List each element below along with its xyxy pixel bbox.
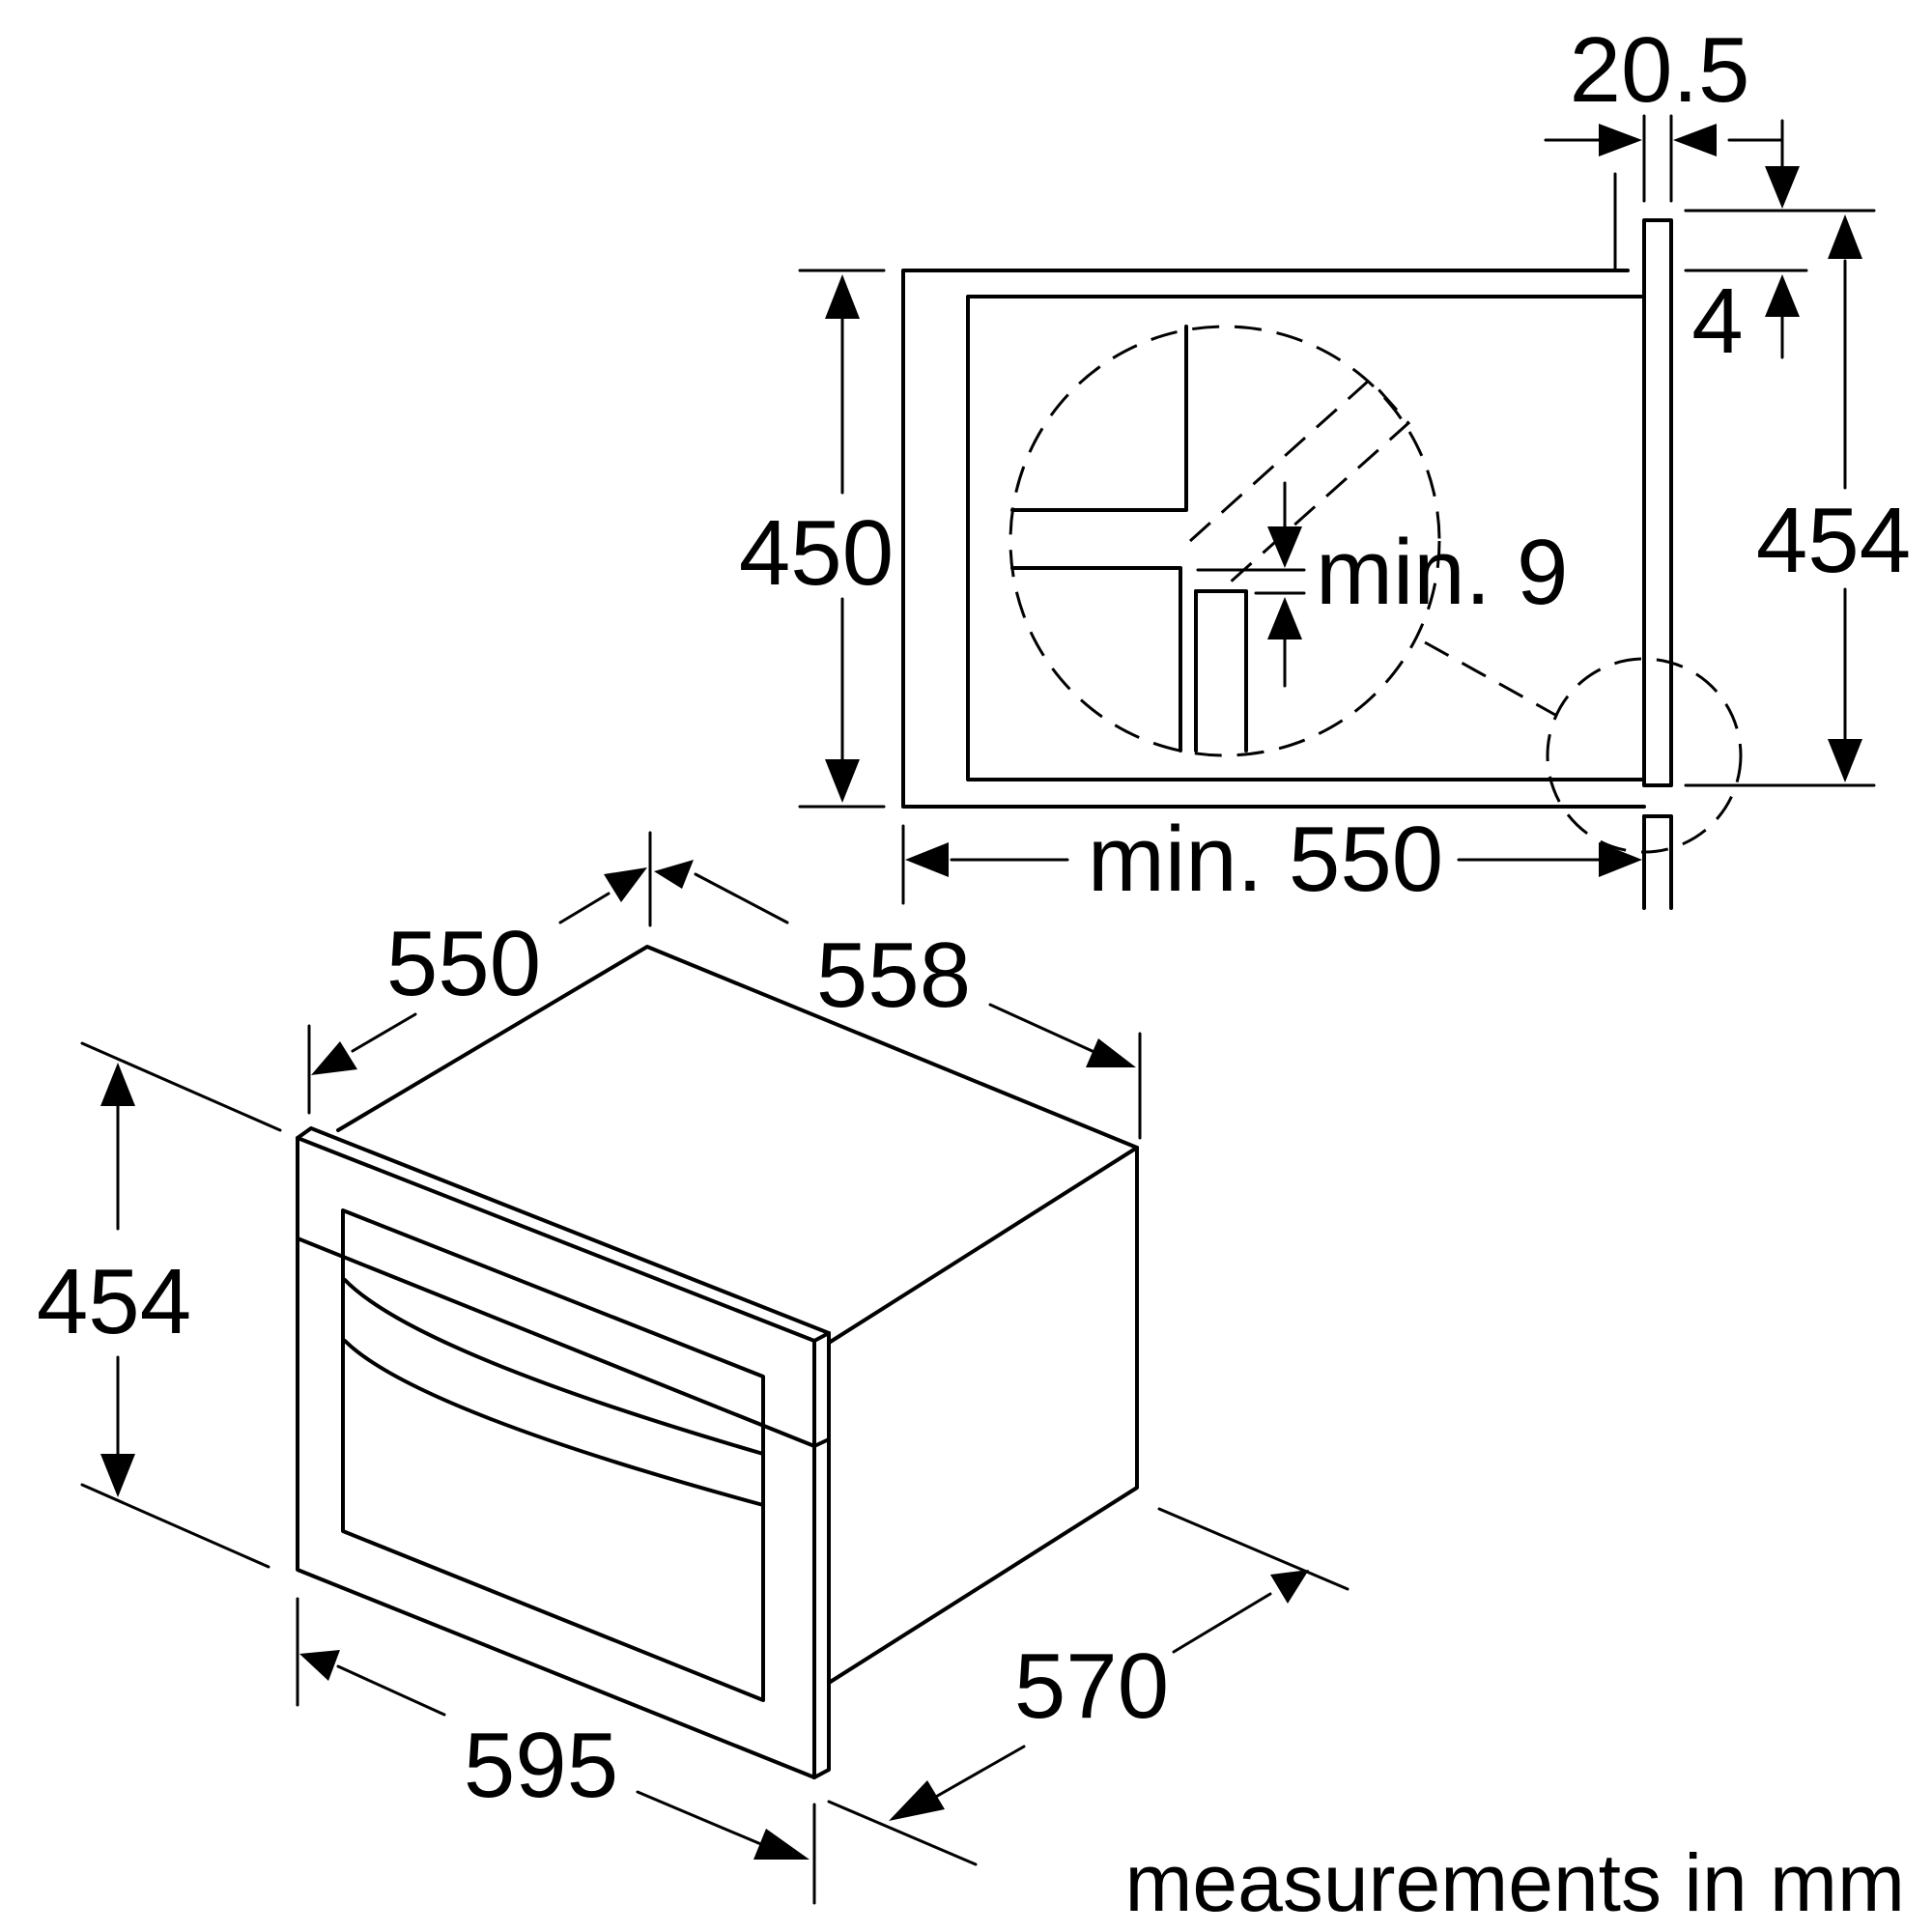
width-label: 595 [464, 1714, 618, 1817]
niche-depth-label: min. 550 [1088, 808, 1443, 911]
height-label: 454 [37, 1250, 191, 1353]
niche-height-label: 450 [739, 501, 894, 605]
niche-outline [901, 269, 1646, 809]
appliance-body [966, 295, 1646, 781]
lower-panel-stub [1642, 814, 1673, 910]
detail-circle [1009, 325, 1441, 757]
panel-offset-label: 4 [1691, 270, 1743, 373]
oven-side-face [827, 1146, 1139, 1685]
depth-body-label: 558 [816, 923, 971, 1027]
oven-window [341, 1208, 765, 1702]
oven-top-face [336, 945, 1139, 1345]
door-handle [343, 1278, 765, 1456]
side-view: min. 9 20.5 4 454 450 [739, 18, 1911, 911]
depth-top-label: 550 [386, 912, 541, 1015]
units-caption: measurements in mm [1124, 1837, 1905, 1928]
depth-total-label: 570 [1014, 1634, 1169, 1738]
appliance-height-label: 454 [1756, 489, 1911, 592]
clearance-label: min. 9 [1316, 521, 1568, 624]
panel-thickness-label: 20.5 [1570, 18, 1750, 122]
front-frame [296, 1136, 816, 1779]
corner-circle [1546, 657, 1743, 854]
iso-view: 550 558 454 595 570 [37, 831, 1350, 1905]
front-panel [1642, 218, 1673, 787]
